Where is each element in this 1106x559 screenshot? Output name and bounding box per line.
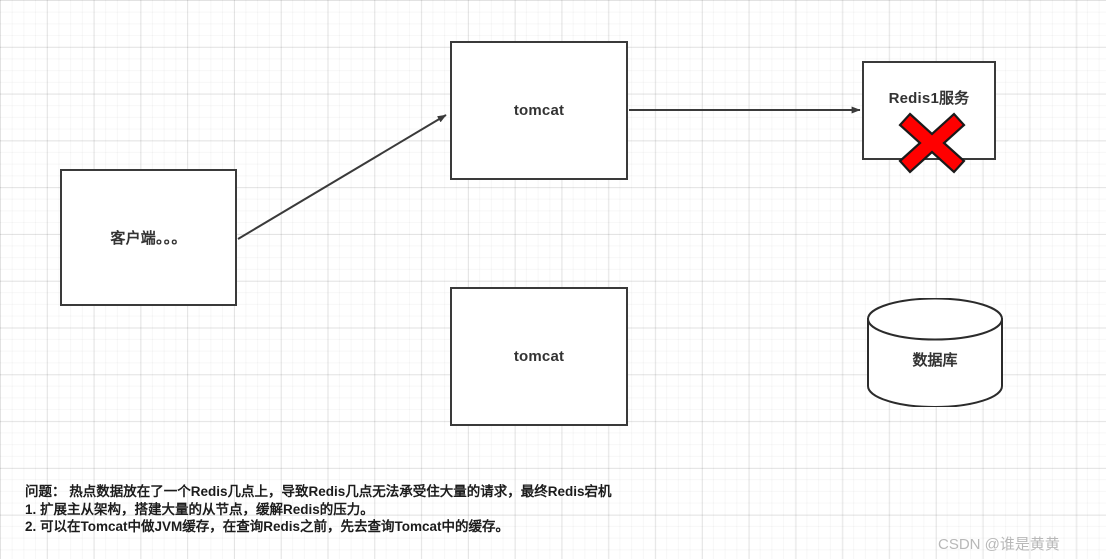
node-redis1-label: Redis1服务: [888, 90, 970, 107]
database-cylinder-icon: [867, 298, 1003, 407]
note-line-problem: 问题： 热点数据放在了一个Redis几点上，导致Redis几点无法承受住大量的请…: [25, 484, 612, 499]
edge-client-to-tomcat: [237, 114, 447, 240]
note-line-solution-1: 1. 扩展主从架构，搭建大量的从节点，缓解Redis的压力。: [25, 501, 374, 517]
node-client[interactable]: 客户端。。。: [60, 169, 237, 306]
csdn-watermark: CSDN @谁是黄黄: [938, 536, 1060, 553]
note-line-solution-2: 2. 可以在Tomcat中做JVM缓存，在查询Redis之前，先去查询Tomca…: [25, 519, 510, 534]
red-x-cross-icon: [898, 112, 966, 174]
node-client-label: 客户端。。。: [110, 230, 187, 247]
node-database[interactable]: 数据库: [866, 298, 1004, 407]
node-tomcat-bottom[interactable]: tomcat: [450, 287, 628, 426]
node-tomcat-top-label: tomcat: [513, 102, 565, 119]
node-database-label: 数据库: [912, 352, 958, 369]
notes-block: 问题： 热点数据放在了一个Redis几点上，导致Redis几点无法承受住大量的请…: [25, 483, 765, 536]
node-tomcat-top[interactable]: tomcat: [450, 41, 628, 180]
node-tomcat-bottom-label: tomcat: [513, 348, 565, 365]
